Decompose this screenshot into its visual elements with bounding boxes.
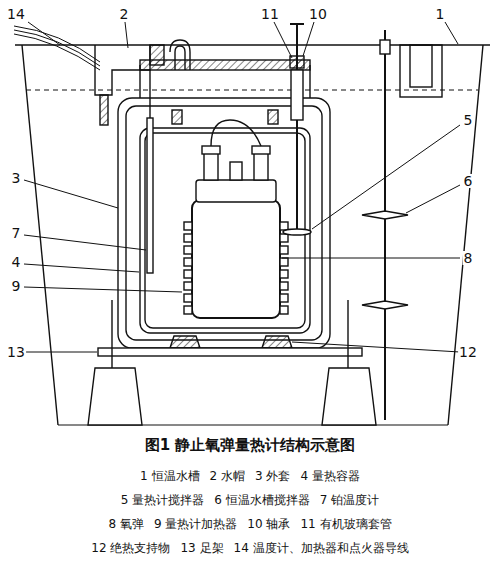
heater-coil (280, 306, 288, 314)
calorimeter-heater (184, 222, 288, 314)
heater-coil (184, 222, 192, 230)
water-cap (95, 45, 164, 125)
heater-coil (184, 246, 192, 254)
callout-number: 8 (463, 251, 474, 265)
right-cap (400, 45, 442, 97)
calorimeter-container (140, 128, 310, 333)
leader-lines (24, 22, 460, 352)
callout-number: 1 (435, 7, 446, 21)
water-tank (15, 45, 490, 425)
part-name: 12 绝热支持物 (91, 540, 170, 557)
part-name: 14 温度计、加热器和点火器导线 (234, 540, 409, 557)
parts-list-row: 1 恒温水槽 2 水帽 3 外套 4 量热容器 (0, 468, 500, 485)
callout-number: 14 (6, 7, 26, 21)
callout-number: 7 (11, 226, 22, 240)
part-name: 11 有机玻璃套管 (300, 516, 391, 533)
part-name: 2 水帽 (210, 468, 245, 485)
heater-coil (184, 258, 192, 266)
heater-coil (280, 294, 288, 302)
callout-number: 12 (458, 345, 478, 359)
part-name: 10 轴承 (247, 516, 290, 533)
callout-number: 5 (463, 113, 474, 127)
part-name: 9 量热计加热器 (154, 516, 237, 533)
oxygen-bomb (192, 120, 280, 318)
heater-coil (280, 234, 288, 242)
calorimeter-stirrer (283, 24, 311, 235)
parts-list-row: 8 氧弹 9 量热计加热器 10 轴承 11 有机玻璃套管 (0, 516, 500, 533)
callout-number: 6 (463, 174, 474, 188)
heater-coil (184, 234, 192, 242)
heater-coil (280, 282, 288, 290)
callout-number: 10 (308, 7, 328, 21)
figure-title: 图1 静止氧弹量热计结构示意图 (0, 436, 500, 455)
heater-coil (184, 282, 192, 290)
parts-list-row: 12 绝热支持物 13 足架 14 温度计、加热器和点火器导线 (0, 540, 500, 557)
callout-number: 2 (119, 7, 130, 21)
callout-number: 3 (11, 171, 22, 185)
callout-number: 4 (11, 255, 22, 269)
callout-number: 11 (260, 7, 280, 21)
heater-coil (280, 222, 288, 230)
heater-coil (280, 258, 288, 266)
heater-coil (280, 246, 288, 254)
part-name: 3 外套 (255, 468, 290, 485)
part-name: 8 氧弹 (108, 516, 143, 533)
glass-sleeve (291, 70, 303, 120)
platinum-thermometer (147, 70, 153, 273)
heater-coil (184, 306, 192, 314)
outer-jacket (118, 40, 330, 348)
callout-number: 13 (6, 345, 26, 359)
part-name: 1 恒温水槽 (140, 468, 199, 485)
callout-number: 9 (11, 279, 22, 293)
foot-frame (88, 300, 376, 425)
part-name: 4 量热容器 (300, 468, 359, 485)
part-name: 7 铂温度计 (320, 492, 379, 509)
part-name: 5 量热计搅拌器 (121, 492, 204, 509)
part-name: 6 恒温水槽搅拌器 (214, 492, 309, 509)
heater-coil (184, 294, 192, 302)
parts-list-row: 5 量热计搅拌器 6 恒温水槽搅拌器 7 铂温度计 (0, 492, 500, 509)
heater-coil (280, 270, 288, 278)
heater-coil (184, 270, 192, 278)
part-name: 13 足架 (180, 540, 223, 557)
insulating-support (170, 336, 292, 348)
wires (14, 26, 100, 70)
tank-stirrer (362, 30, 408, 420)
